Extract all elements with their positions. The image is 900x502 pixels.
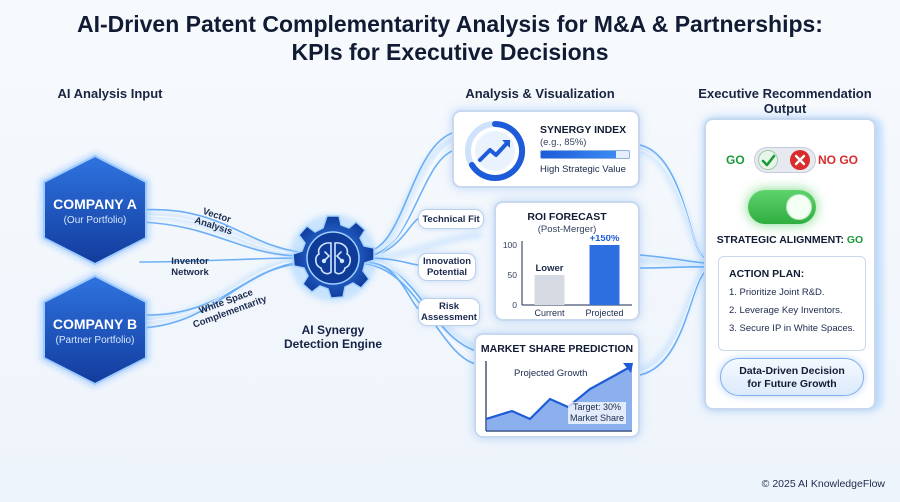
market-share-title: MARKET SHARE PREDICTION — [480, 343, 634, 355]
flow-streams — [137, 131, 708, 376]
section-input-heading: AI Analysis Input — [57, 86, 163, 101]
decision-pill-line-1: Data-Driven Decision — [739, 365, 845, 377]
synergy-value-label: High Strategic Value — [540, 164, 626, 175]
check-icon — [758, 150, 778, 170]
ai-engine-label: AI Synergy Detection Engine — [268, 323, 398, 351]
company-b-sub: (Partner Portfolio) — [55, 335, 135, 346]
market-target-label: Target: 30% Market Share — [568, 402, 627, 424]
growth-gauge-icon — [465, 120, 526, 181]
inventor-network-label: Inventor Network — [160, 256, 220, 278]
section-analysis-heading: Analysis & Visualization — [465, 86, 615, 101]
company-b-label: COMPANY B (Partner Portfolio) — [44, 316, 146, 346]
innovation-potential-pill: Innovation Potential — [418, 253, 476, 281]
go-nogo-toggle[interactable] — [754, 147, 816, 173]
roi-y-tick-label: 50 — [508, 270, 518, 280]
synergy-title: SYNERGY INDEX — [540, 124, 627, 136]
action-plan-box: ACTION PLAN: 1. Prioritize Joint R&D. 2.… — [718, 256, 866, 351]
roi-y-tick-label: 0 — [512, 300, 517, 310]
synergy-progress-bar — [540, 150, 630, 159]
roi-subtitle: (Post-Merger) — [537, 224, 597, 235]
innovation-line-2: Potential — [426, 267, 468, 278]
company-a-name: COMPANY A — [53, 196, 137, 212]
innovation-line-1: Innovation — [422, 256, 472, 267]
action-plan-heading: ACTION PLAN: — [729, 268, 805, 280]
roi-title: ROI FORECAST — [527, 211, 607, 223]
alignment-value: GO — [846, 234, 864, 246]
executive-output-panel: GO NO GO STRATEGIC ALIGNMENT: GO ACTION … — [704, 118, 876, 410]
roi-y-tick-label: 100 — [503, 240, 517, 250]
inventor-network-line-1: Inventor — [171, 256, 209, 267]
data-driven-decision-pill: Data-Driven Decision for Future Growth — [720, 358, 864, 396]
company-b-hexagon — [40, 272, 150, 388]
engine-line-1: AI Synergy — [301, 323, 365, 337]
page-title: AI-Driven Patent Complementarity Analysi… — [0, 10, 900, 66]
synergy-subtitle: (e.g., 85%) — [540, 137, 587, 148]
market-share-card: MARKET SHARE PREDICTION Projected Growth… — [474, 333, 640, 438]
title-line-1: AI-Driven Patent Complementarity Analysi… — [77, 11, 823, 37]
synergy-index-card: SYNERGY INDEX (e.g., 85%) High Strategic… — [452, 110, 640, 188]
go-label: GO — [726, 153, 745, 167]
strategic-alignment-switch[interactable] — [748, 190, 816, 224]
roi-category-label: Current — [534, 308, 565, 318]
risk-assessment-pill: Risk Assessment — [418, 298, 480, 326]
inventor-network-line-2: Network — [171, 267, 209, 278]
risk-line-1: Risk — [438, 301, 460, 312]
decision-pill-line-2: for Future Growth — [747, 378, 837, 390]
no-go-label: NO GO — [818, 153, 859, 167]
engine-line-2: Detection Engine — [283, 337, 382, 351]
synergy-progress-fill — [541, 151, 616, 158]
company-b-name: COMPANY B — [52, 316, 138, 332]
roi-bar — [534, 275, 565, 305]
market-target-line-2: Market Share — [570, 413, 625, 423]
roi-category-label: Projected — [585, 308, 623, 318]
projected-growth-label: Projected Growth — [514, 368, 588, 379]
market-target-line-1: Target: 30% — [573, 402, 622, 412]
ai-engine-gear-icon — [289, 214, 377, 302]
action-plan-item-1: 1. Prioritize Joint R&D. — [729, 287, 825, 298]
action-plan-item-2: 2. Leverage Key Inventors. — [729, 305, 843, 316]
company-a-sub: (Our Portfolio) — [63, 215, 127, 226]
alignment-label-text: STRATEGIC ALIGNMENT: — [716, 234, 844, 246]
brain-icon — [315, 242, 351, 275]
technical-fit-pill: Technical Fit — [418, 209, 484, 229]
copyright-text: © 2025 AI KnowledgeFlow — [761, 478, 885, 490]
section-output-heading: Executive Recommendation Output — [680, 86, 890, 116]
roi-bar — [589, 245, 620, 305]
action-plan-item-3: 3. Secure IP in White Spaces. — [729, 323, 856, 334]
cross-icon — [790, 150, 810, 170]
company-a-label: COMPANY A (Our Portfolio) — [44, 196, 146, 226]
section-output-line-1: Executive Recommendation — [698, 86, 872, 101]
title-line-2: KPIs for Executive Decisions — [291, 39, 609, 65]
roi-bar-label: Lower — [536, 263, 564, 274]
section-output-line-2: Output — [763, 101, 807, 116]
risk-line-2: Assessment — [421, 312, 477, 323]
company-a-hexagon — [40, 152, 150, 268]
roi-bar-label: +150% — [590, 235, 620, 244]
switch-knob — [786, 194, 812, 220]
strategic-alignment-label: STRATEGIC ALIGNMENT: GO — [706, 234, 874, 246]
